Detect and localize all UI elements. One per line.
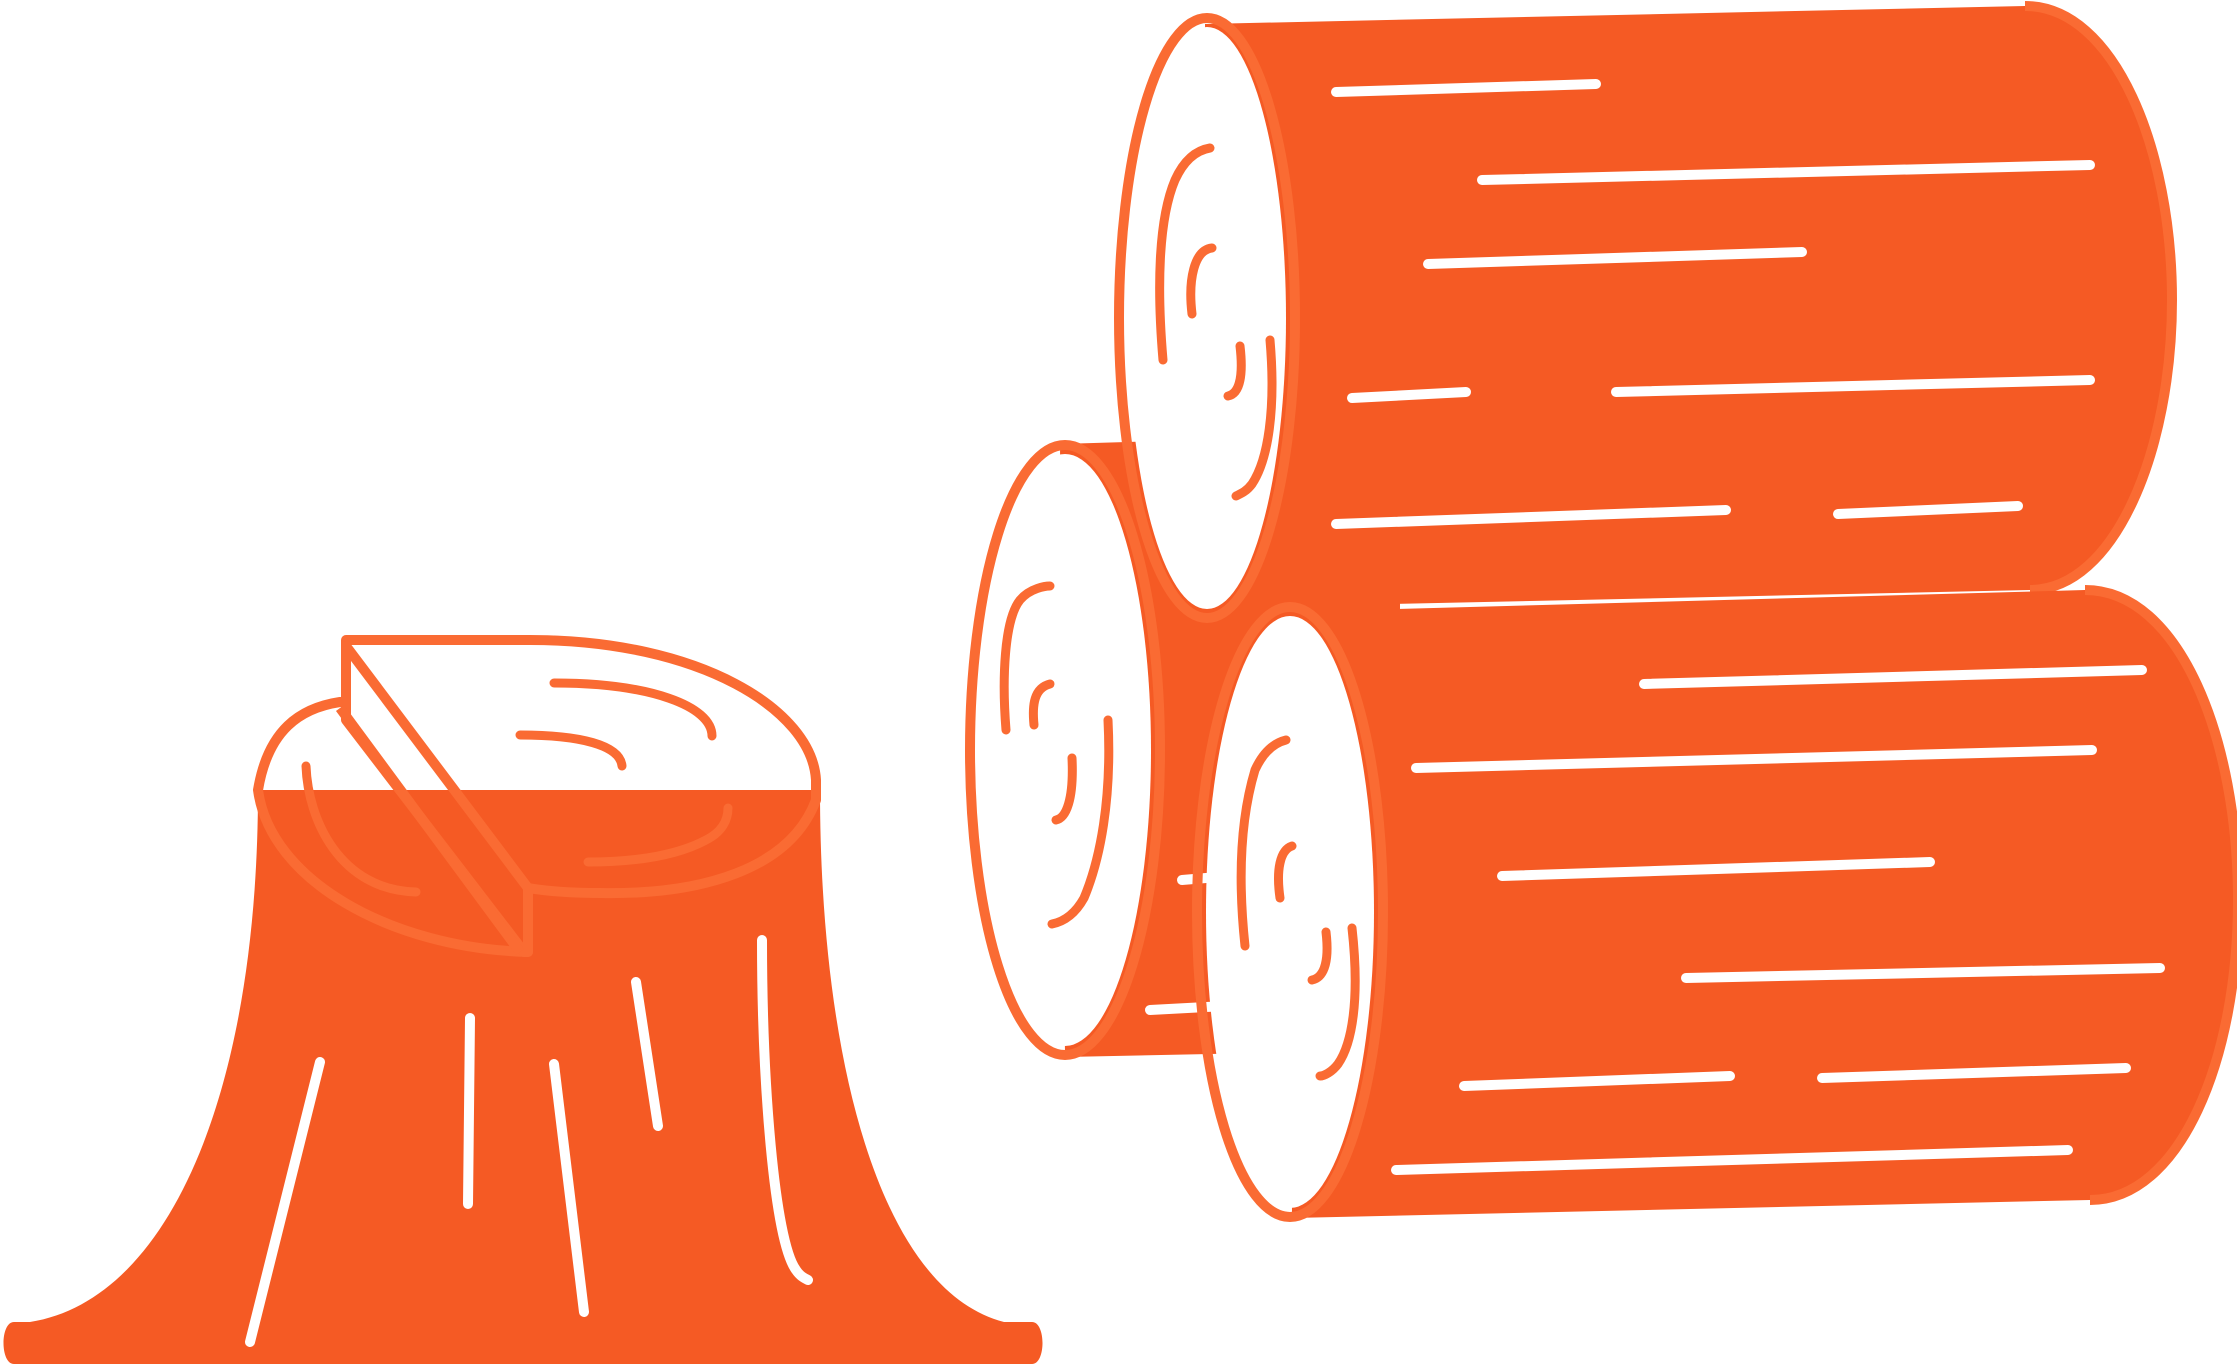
log-front-grain bbox=[1391, 1145, 2073, 1175]
log-top-end-outline bbox=[2024, 1, 2177, 595]
log-front-ring bbox=[1315, 923, 1360, 1081]
log-front-ring bbox=[1274, 841, 1297, 903]
log-front-grain bbox=[1497, 857, 1935, 881]
log-top-grain bbox=[1477, 160, 2095, 185]
log-top-grain bbox=[1331, 79, 1601, 97]
log-front-end-outline bbox=[2084, 585, 2237, 1205]
log-top-face-rim bbox=[1114, 13, 1300, 623]
log-top-grain bbox=[1331, 505, 1731, 529]
log-front-grain bbox=[1411, 745, 2097, 773]
log-pile bbox=[965, 1, 2237, 1222]
stump-grain bbox=[549, 1059, 589, 1317]
log-top-ring bbox=[1186, 243, 1217, 319]
log-front-body bbox=[1290, 590, 2237, 1218]
stump-grain bbox=[757, 935, 813, 1285]
log-front-grain bbox=[1639, 665, 2147, 689]
log-back-left-ring bbox=[1047, 715, 1114, 929]
stump-ring bbox=[515, 730, 627, 771]
stump-grain bbox=[463, 1013, 475, 1209]
log-top-grain bbox=[1833, 501, 2023, 519]
log-front-face-rim bbox=[1192, 602, 1388, 1222]
stump-cut-face bbox=[253, 635, 821, 957]
stump-grain bbox=[245, 1057, 325, 1347]
log-front bbox=[1192, 585, 2237, 1222]
log-top-face bbox=[1128, 27, 1286, 609]
stump-rings bbox=[301, 678, 733, 897]
log-front-ring bbox=[1307, 927, 1332, 985]
log-back-left-face bbox=[979, 454, 1151, 1046]
log-front-grain bbox=[1459, 1071, 1735, 1091]
log-front-grain bbox=[1817, 1063, 2131, 1083]
log-back-left-ring bbox=[1028, 679, 1055, 730]
stump-ring bbox=[549, 678, 717, 741]
log-top-grain bbox=[1347, 387, 1471, 403]
stump-notch-edge bbox=[335, 705, 525, 955]
log-back-left-face-rim bbox=[965, 440, 1165, 1060]
stump-ring bbox=[301, 761, 421, 897]
log-back-left-ring bbox=[999, 581, 1055, 735]
log-top-ring bbox=[1155, 143, 1215, 365]
log-top-rings bbox=[1155, 143, 1277, 501]
log-top-grain bbox=[1611, 375, 2095, 397]
log-front-rings bbox=[1236, 735, 1360, 1081]
stump-notch-wedge bbox=[341, 641, 533, 957]
stump-ring bbox=[583, 803, 733, 867]
log-top bbox=[1114, 1, 2177, 623]
tree-stump bbox=[3, 635, 1043, 1364]
log-front-face bbox=[1206, 616, 1374, 1208]
log-front-grain bbox=[1681, 963, 2165, 983]
log-top-ring bbox=[1231, 335, 1277, 501]
log-top-ring bbox=[1223, 341, 1246, 401]
log-front-ring bbox=[1236, 735, 1291, 951]
log-back-left-rings bbox=[999, 581, 1114, 929]
stump-grain bbox=[631, 977, 663, 1131]
log-top-grain bbox=[1423, 247, 1807, 269]
log-top-body bbox=[1205, 6, 2172, 608]
log-back-left-ring bbox=[1051, 753, 1077, 825]
